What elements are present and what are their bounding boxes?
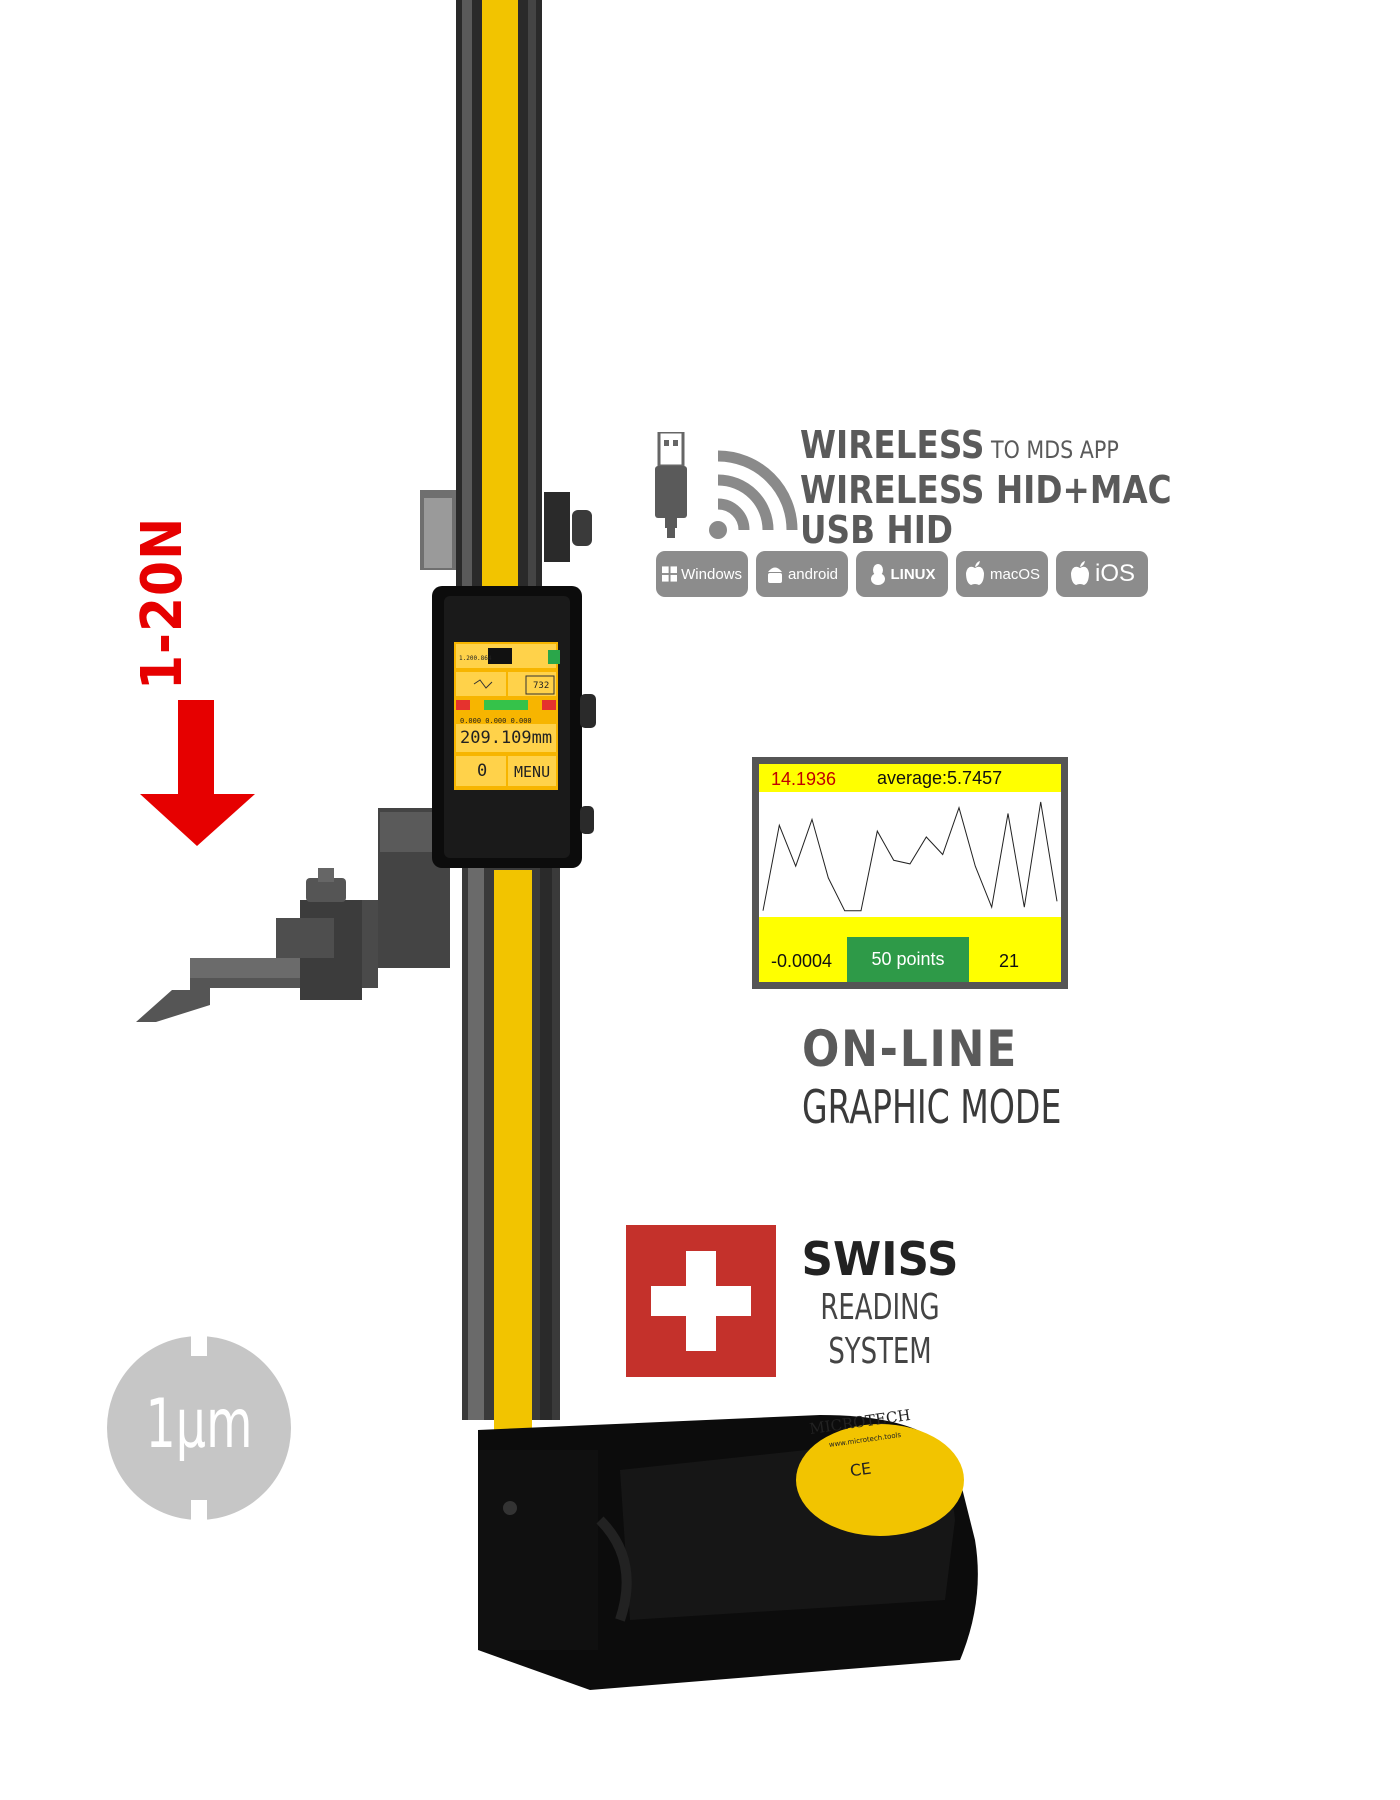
- online-graphic-mode: ON-LINE GRAPHIC MODE: [760, 1020, 1062, 1134]
- graph-panel-screen: 14.1936 average:5.7457 -0.0004 50 points…: [759, 764, 1061, 982]
- online-subtitle: GRAPHIC MODE: [802, 1080, 1062, 1134]
- swiss-reading-system: SWISS READING SYSTEM: [795, 1232, 965, 1374]
- connectivity-line: WIRELESS TO MDS APP: [800, 423, 1119, 467]
- series-line: [762, 801, 1058, 912]
- force-arrow-icon: [140, 700, 255, 846]
- os-badge-ios: iOS: [1056, 551, 1148, 597]
- android-icon: [767, 567, 782, 583]
- linux-icon: [870, 564, 885, 585]
- usb-icon: [653, 430, 689, 544]
- graph-panel: 14.1936 average:5.7457 -0.0004 50 points…: [752, 757, 1068, 989]
- os-badge-android: android: [756, 551, 848, 597]
- online-title: ON-LINE: [801, 1020, 1019, 1078]
- ce-mark: CE: [848, 1458, 873, 1481]
- swiss-line: SYSTEM: [828, 1331, 932, 1372]
- min-value: -0.0004: [771, 951, 833, 971]
- os-badge-macos: macOS: [956, 551, 1048, 597]
- swiss-line: READING: [820, 1287, 940, 1328]
- windows-icon: [662, 566, 678, 582]
- average-value: average:5.7457: [877, 768, 1003, 788]
- screen-limits: 0.000 0.000 0.000: [460, 717, 532, 725]
- count-value: 21: [999, 951, 1020, 971]
- screen-header: 1.200.864: [459, 655, 492, 662]
- line-plot: [759, 792, 1061, 917]
- force-label: 1-20N: [130, 516, 195, 690]
- apple-icon: [1070, 561, 1089, 585]
- connectivity-line: WIRELESS HID+MAC: [800, 468, 1172, 512]
- os-badges: Windows android LINUX macOS iOS: [656, 551, 1148, 597]
- connectivity-text: WIRELESS TO MDS APP WIRELESS HID+MAC USB…: [800, 423, 1172, 552]
- wifi-icon: [708, 448, 800, 544]
- swiss-title: SWISS: [801, 1232, 959, 1286]
- os-badge-linux: LINUX: [856, 551, 948, 597]
- apple-icon: [965, 561, 984, 585]
- screen-menu-button[interactable]: MENU: [514, 763, 551, 781]
- screen-reading: 209.109mm: [460, 728, 553, 748]
- current-value: 14.1936: [771, 769, 837, 789]
- screen-count: 732: [533, 681, 550, 691]
- resolution-badge-icon: [107, 1334, 291, 1522]
- resolution-label: 1µm: [145, 1385, 253, 1464]
- graph-header: 14.1936 average:5.7457: [759, 764, 1061, 792]
- os-badge-windows: Windows: [656, 551, 748, 597]
- screen-zero-button[interactable]: 0: [477, 761, 488, 781]
- connectivity-line: USB HID: [800, 508, 953, 552]
- points-button[interactable]: 50 points: [847, 937, 969, 982]
- swiss-flag-icon: [626, 1225, 776, 1377]
